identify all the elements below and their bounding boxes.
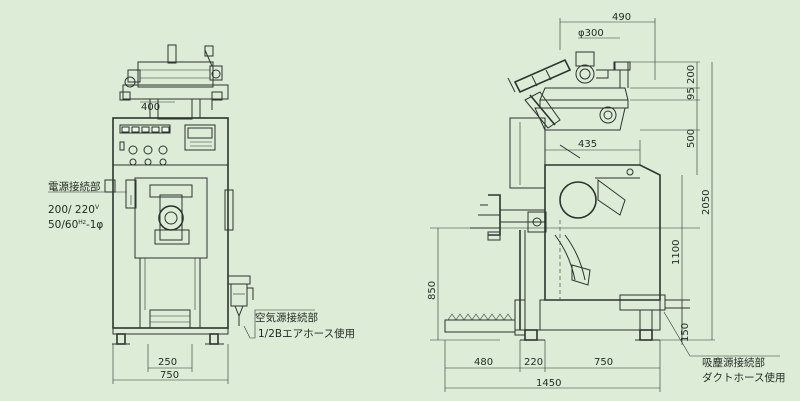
angled-arm bbox=[529, 94, 556, 126]
power-frequency: 50/60Hz-1φ bbox=[48, 219, 103, 231]
air-leader bbox=[243, 309, 315, 339]
side-body bbox=[544, 164, 661, 301]
conveyor bbox=[444, 319, 516, 333]
dust-title: 吸塵源接続部 bbox=[702, 356, 765, 369]
dim-1100: 1100 bbox=[671, 240, 682, 265]
air-filter bbox=[230, 283, 248, 307]
front-view: 400 bbox=[48, 44, 355, 384]
dim-480: 480 bbox=[474, 357, 493, 368]
dim-850: 850 bbox=[427, 281, 438, 300]
dim-435: 435 bbox=[578, 139, 597, 150]
control-panel bbox=[184, 124, 216, 151]
power-title: 電源接続部 bbox=[48, 180, 101, 193]
dim-490: 490 bbox=[612, 12, 631, 23]
dim-750-front: 750 bbox=[160, 370, 179, 381]
dim-2050: 2050 bbox=[701, 190, 712, 215]
power-voltage: 200/ 220V bbox=[48, 204, 100, 216]
dim-750-side: 750 bbox=[594, 357, 613, 368]
inlet-pipe bbox=[513, 58, 572, 94]
front-feed-window bbox=[134, 177, 208, 259]
side-view: 490 φ300 200 95 500 2050 bbox=[427, 12, 785, 392]
front-top-valve bbox=[137, 61, 214, 88]
dust-hose: ダクトホース使用 bbox=[702, 371, 785, 384]
dim-500: 500 bbox=[686, 129, 697, 148]
air-title: 空気源接続部 bbox=[255, 311, 318, 324]
dim-95: 95 bbox=[686, 87, 697, 100]
dim-phi300: φ300 bbox=[578, 28, 604, 39]
dim-400: 400 bbox=[141, 102, 160, 113]
front-screw-feeder bbox=[158, 205, 184, 231]
dim-200: 200 bbox=[686, 65, 697, 84]
dust-leader bbox=[663, 311, 780, 357]
top-cyclone bbox=[575, 64, 595, 84]
dim-150: 150 bbox=[680, 323, 691, 342]
dim-1450: 1450 bbox=[536, 378, 561, 389]
air-hose: 1/2Bエアホース使用 bbox=[258, 327, 355, 340]
dim-220: 220 bbox=[524, 357, 543, 368]
dim-250: 250 bbox=[158, 357, 177, 368]
